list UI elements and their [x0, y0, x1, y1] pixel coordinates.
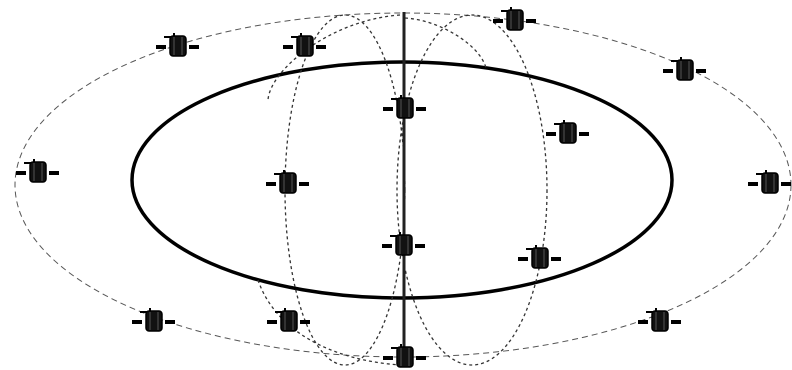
- satellite-icon: [16, 159, 59, 182]
- polar-orbit-left-outer: [268, 15, 400, 100]
- satellite-icon: [266, 170, 309, 193]
- satellite-icon: [383, 95, 426, 118]
- polar-orbit-left: [285, 15, 405, 365]
- satellite-icon: [748, 170, 791, 193]
- satellite-icon: [267, 308, 310, 331]
- satellite-icon: [156, 33, 199, 56]
- satellite-icon: [518, 245, 561, 268]
- satellite-icon: [283, 33, 326, 56]
- satellite-icon: [132, 308, 175, 331]
- satellite-icon: [382, 232, 425, 255]
- satellite-icon: [546, 120, 589, 143]
